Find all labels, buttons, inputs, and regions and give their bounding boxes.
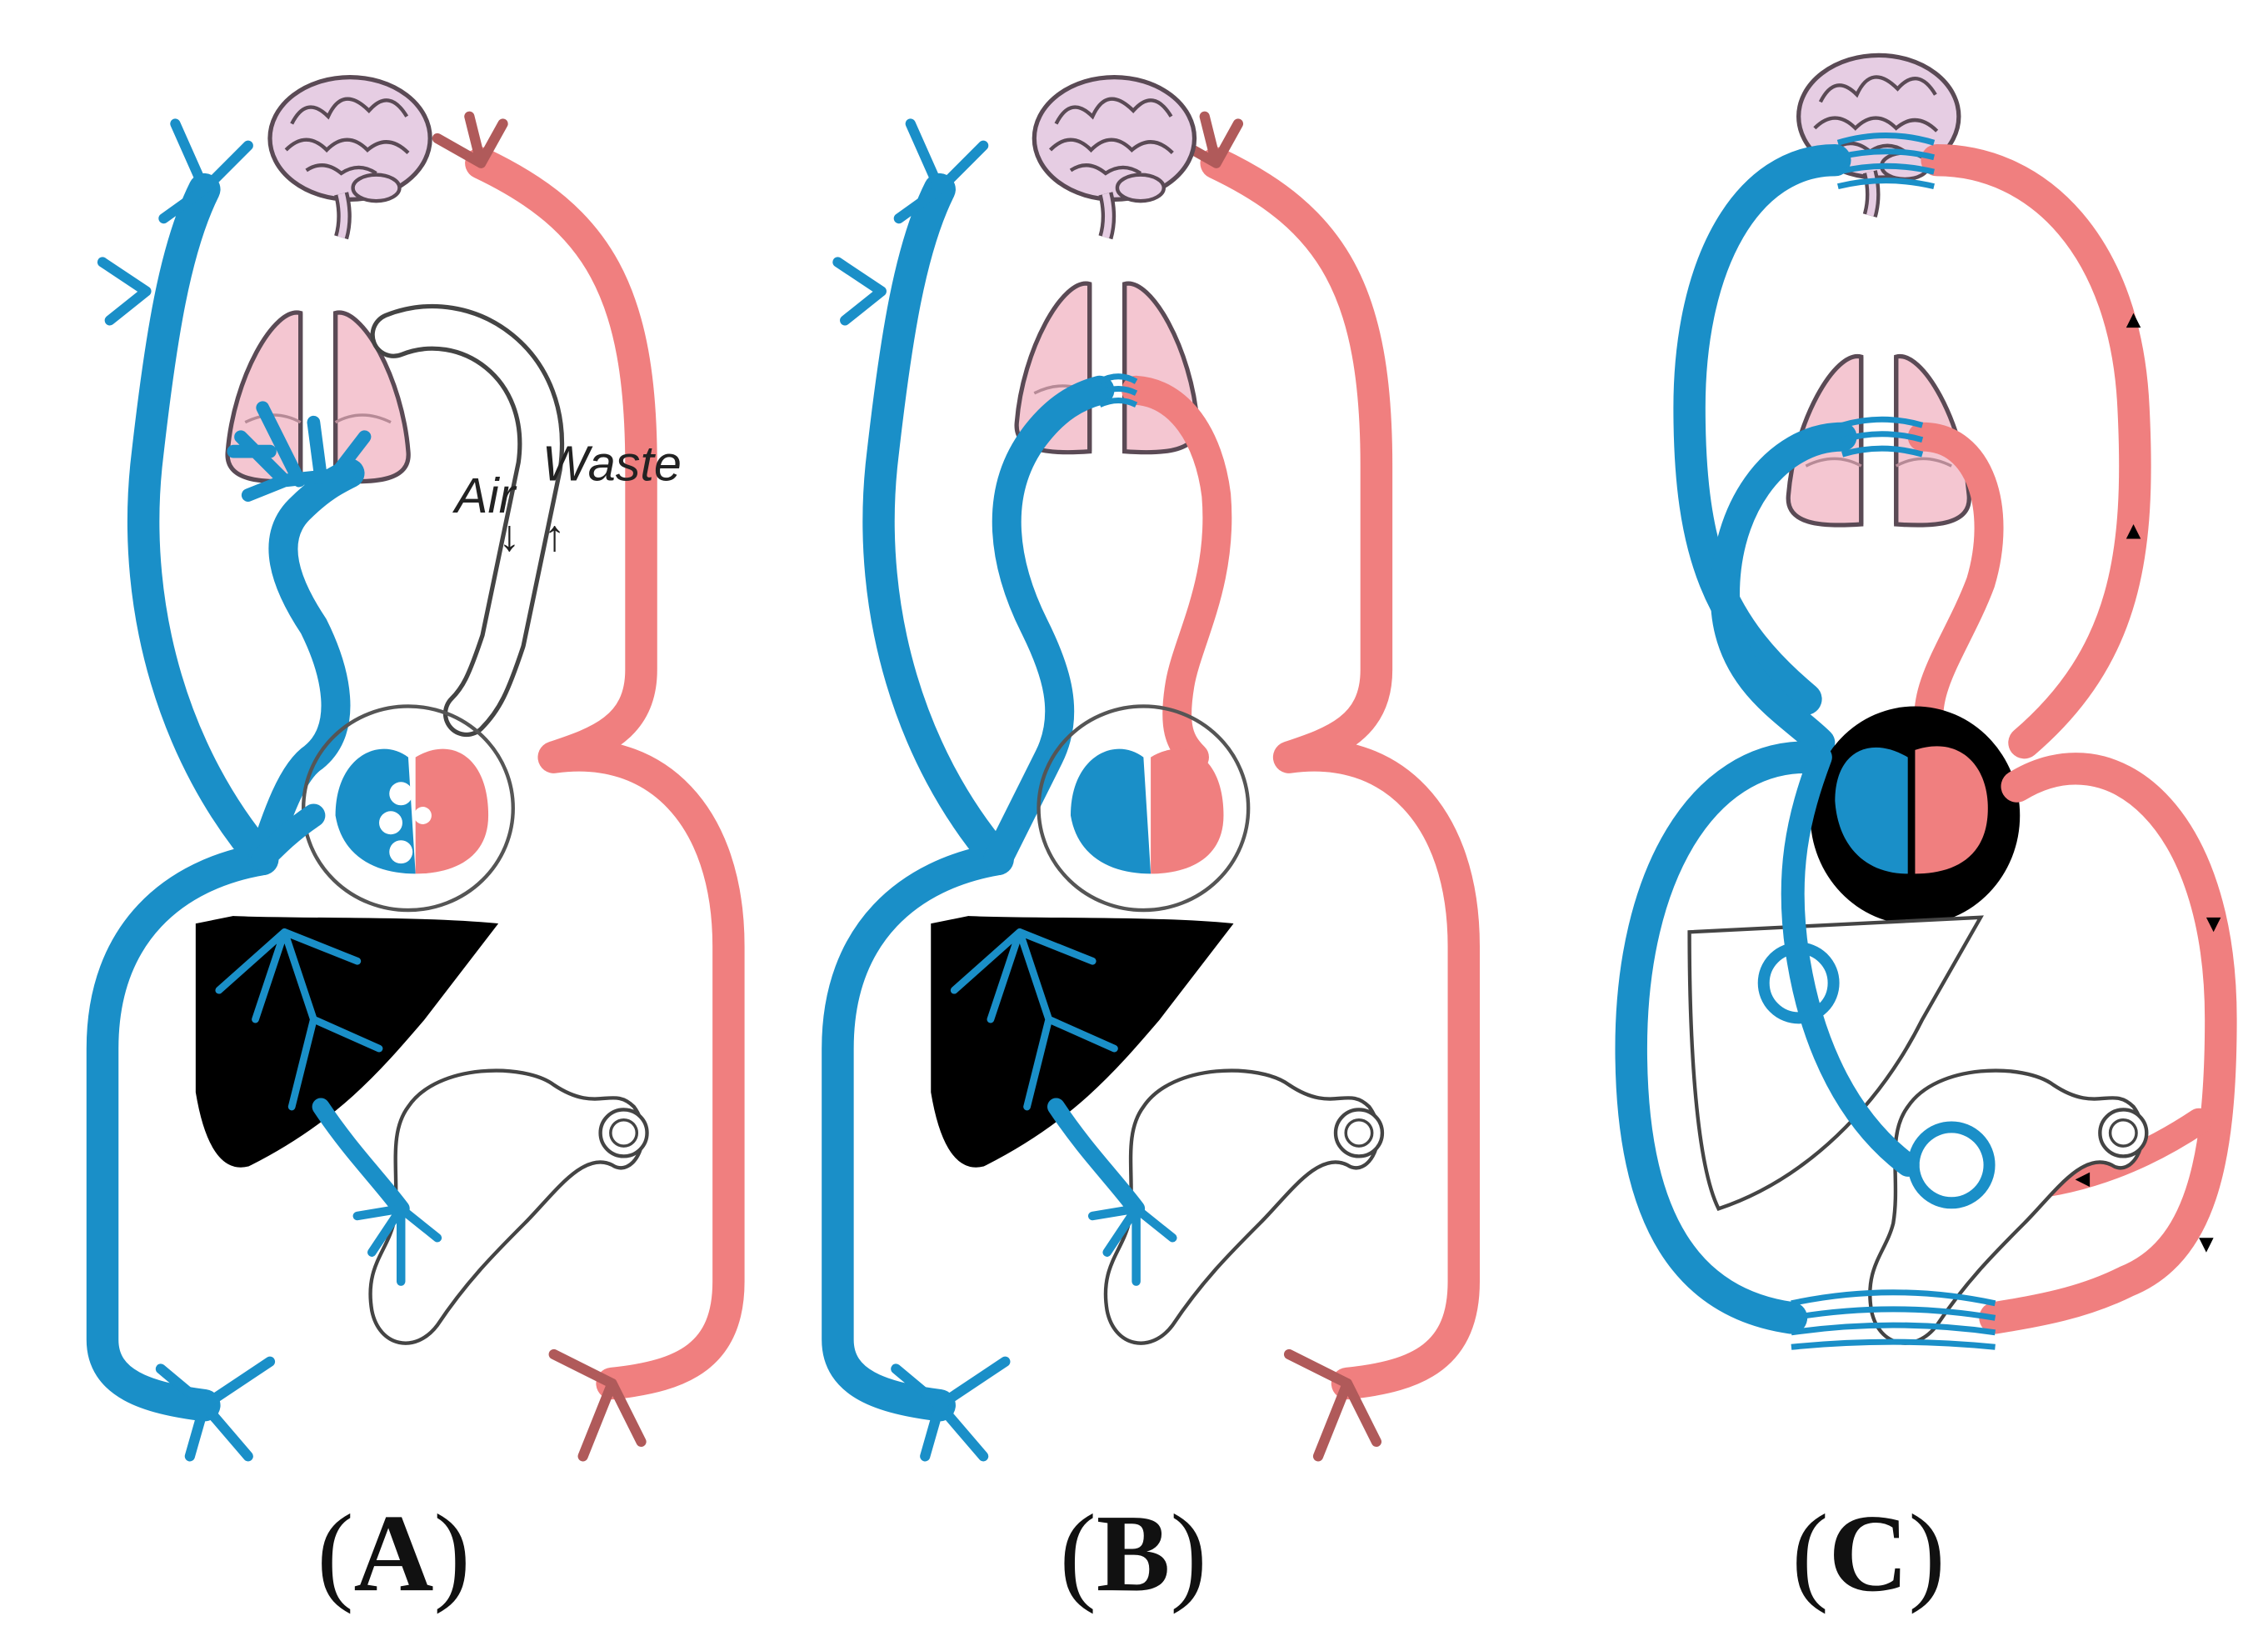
panel-a: Air Waste ↓ ↑ [86,78,745,1462]
panel-b-heart-icon [1070,748,1224,874]
panel-a-intestine-icon [371,1071,647,1343]
panel-c-heart-icon [1810,706,2021,925]
panel-a-brain-icon [270,78,430,238]
caption-c: (C) [1791,1492,1945,1614]
panel-a-heart-outline [301,704,515,913]
panel-b-intestine-icon [1106,1071,1382,1343]
panel-a-vein [86,173,279,1422]
panel-b-brain-icon [1034,78,1194,238]
caption-b: (B) [1060,1492,1207,1614]
panel-a-up-arrow: ↑ [543,512,565,560]
panel-a-artery [465,147,745,1400]
panel-b [822,78,1480,1462]
panel-a-down-arrow: ↓ [498,512,520,560]
panel-a-air-label: Air [452,468,517,523]
panel-a-heart-icon [335,748,489,874]
panel-a-waste-label: Waste [542,436,682,492]
panel-c [1615,55,2237,1350]
caption-a: (A) [317,1492,470,1614]
